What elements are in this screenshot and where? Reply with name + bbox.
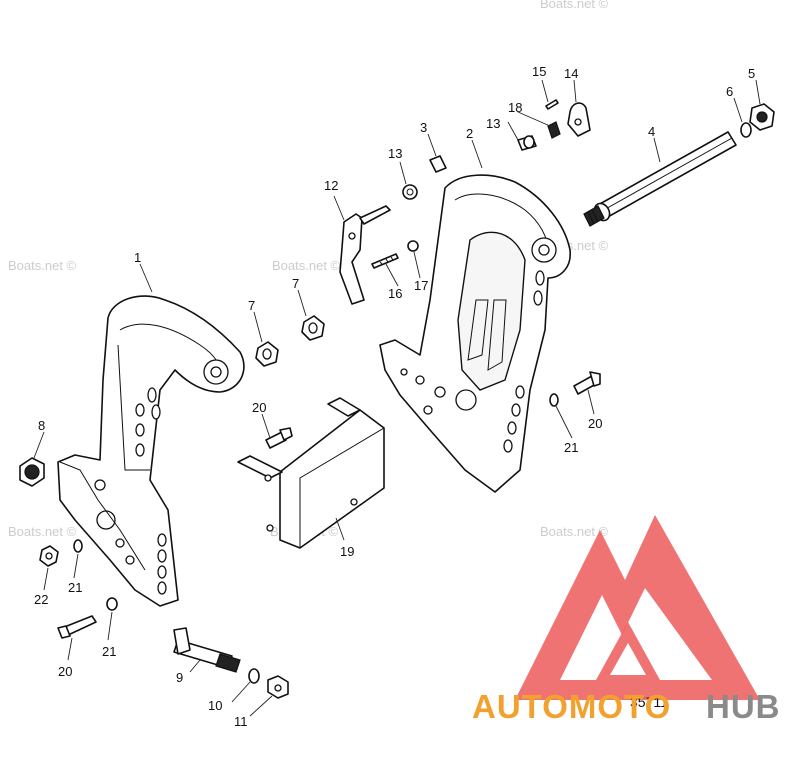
callout-20-right: 20 bbox=[588, 416, 602, 431]
part-7-washer-right bbox=[301, 315, 325, 341]
part-5-locknut bbox=[749, 103, 775, 131]
watermark-boats-net: Boats.net © bbox=[8, 258, 77, 273]
callout-10: 10 bbox=[208, 698, 222, 713]
part-7-washer-left bbox=[255, 341, 279, 367]
part-13-bushing-lower bbox=[402, 184, 418, 200]
leader-lines bbox=[33, 79, 761, 717]
callout-5: 5 bbox=[748, 66, 755, 81]
part-12-lock-lever bbox=[339, 205, 391, 305]
part-22-nut bbox=[39, 545, 59, 567]
automotohub-logo-mark bbox=[515, 515, 760, 700]
watermark-boats-net: Boats.net © bbox=[8, 524, 77, 539]
part-21-washer-right bbox=[549, 393, 559, 407]
part-1-left-clamp-bracket bbox=[57, 295, 245, 607]
callout-16: 16 bbox=[388, 286, 402, 301]
part-11-nut bbox=[267, 675, 289, 699]
callout-21-right: 21 bbox=[564, 440, 578, 455]
part-20-bolt-lower-left bbox=[57, 615, 97, 639]
part-20-bolt-right bbox=[573, 371, 601, 395]
diagram-reference-number: 35711 bbox=[630, 694, 668, 710]
callout-9: 9 bbox=[176, 670, 183, 685]
callout-15: 15 bbox=[532, 64, 546, 79]
callout-6: 6 bbox=[726, 84, 733, 99]
part-9-through-bolt bbox=[173, 627, 241, 673]
part-20-bolt-center bbox=[265, 427, 293, 449]
part-14-lever bbox=[567, 102, 591, 137]
callout-7-left: 7 bbox=[248, 298, 255, 313]
automotohub-logo-wordmark: AUTOMOTO HUB bbox=[472, 688, 781, 725]
watermark-boats-net: Boats.net © bbox=[540, 0, 609, 11]
callout-20-center: 20 bbox=[252, 400, 266, 415]
callout-2: 2 bbox=[466, 126, 473, 141]
part-2-right-clamp-bracket bbox=[379, 174, 571, 493]
watermark-boats-net: Boats.net © bbox=[540, 524, 609, 539]
logo-text-hub: HUB bbox=[706, 688, 781, 725]
callout-13-left: 13 bbox=[388, 146, 402, 161]
part-13-bushing-upper bbox=[517, 135, 537, 151]
watermark-boats-net: Boats.net © bbox=[272, 258, 341, 273]
callout-22: 22 bbox=[34, 592, 48, 607]
part-21-washer-bottom bbox=[106, 597, 118, 611]
callout-21-left: 21 bbox=[68, 580, 82, 595]
part-15-pin bbox=[545, 99, 559, 110]
callout-8: 8 bbox=[38, 418, 45, 433]
callout-17: 17 bbox=[414, 278, 428, 293]
part-6-washer bbox=[740, 122, 752, 138]
part-18-spring bbox=[547, 121, 561, 139]
part-3-grease-fitting bbox=[429, 155, 447, 173]
callout-21-bottom: 21 bbox=[102, 644, 116, 659]
logo-text-automoto: AUTOMOTO bbox=[472, 688, 671, 725]
callout-11: 11 bbox=[234, 714, 248, 729]
callout-18: 18 bbox=[508, 100, 522, 115]
callout-20-bottom: 20 bbox=[58, 664, 72, 679]
part-8-locknut bbox=[19, 457, 45, 487]
callout-13-right: 13 bbox=[486, 116, 500, 131]
callout-1: 1 bbox=[134, 250, 141, 265]
callout-19: 19 bbox=[340, 544, 354, 559]
callout-7-right: 7 bbox=[292, 276, 299, 291]
part-19-mounting-plate bbox=[237, 397, 385, 549]
callout-14: 14 bbox=[564, 66, 578, 81]
callout-3: 3 bbox=[420, 120, 427, 135]
part-4-tilt-tube bbox=[583, 131, 737, 227]
part-17-bushing bbox=[407, 240, 419, 252]
callout-12: 12 bbox=[324, 178, 338, 193]
part-16-spring-pin bbox=[371, 253, 399, 269]
part-10-washer bbox=[248, 668, 260, 684]
callout-4: 4 bbox=[648, 124, 655, 139]
callout-labels: 1 2 3 4 5 6 7 7 8 9 10 11 12 13 13 14 15… bbox=[34, 64, 755, 729]
part-21-washer-left bbox=[73, 539, 83, 553]
